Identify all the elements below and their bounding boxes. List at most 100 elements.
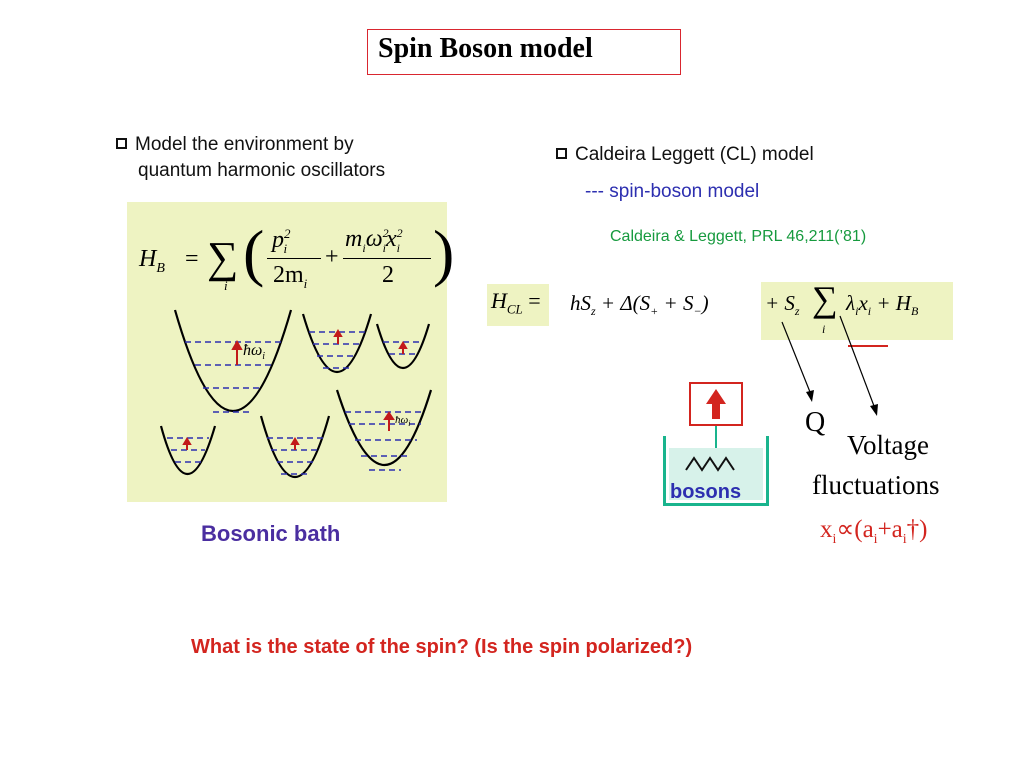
fluctuations-label: fluctuations (812, 470, 940, 500)
voltage-label: Voltage (847, 430, 929, 460)
fraction2-m-sub: i (362, 240, 366, 255)
relation-dagger: †) (906, 516, 928, 543)
fraction2-x-sup: 2 (396, 226, 403, 240)
reference-citation: Caldeira & Leggett, PRL 46,211(’81) (610, 228, 867, 245)
hb-symbol: H (139, 246, 157, 272)
left-bullet-line2: quantum harmonic oscillators (138, 160, 386, 181)
right-bullet-text: Caldeira Leggett (CL) model (575, 144, 814, 165)
hb-subscript: B (156, 260, 165, 276)
slide-title: Spin Boson model (378, 33, 593, 64)
bath-hamiltonian-equation: HB = ∑ i ( p2i 2mi + miω2ix2i 2 ) (139, 217, 454, 302)
term-sz: + S (765, 291, 795, 315)
title-frame (367, 29, 681, 75)
hcl-sum-index: i (822, 322, 826, 336)
term-delta-mid: + S (658, 291, 694, 315)
term-hb-sub: B (910, 304, 919, 319)
right-bullet: Caldeira Leggett (CL) model (556, 144, 814, 166)
bosons-label: bosons (670, 481, 742, 503)
hbar-omega-label: ħωi (243, 342, 265, 362)
plus-sign: + (325, 244, 339, 270)
hcl-tail-terms: λixi + HB (846, 291, 918, 319)
fraction1-denominator: 2m (273, 262, 304, 288)
hbar-omega-small-text: ħω (395, 414, 409, 426)
term-x-sub: i (867, 304, 872, 319)
sum-symbol: ∑ (207, 233, 239, 282)
spin-state-question: What is the state of the spin? (Is the s… (191, 636, 693, 658)
well-small-right (375, 323, 431, 370)
boson-bath-fill (669, 448, 763, 500)
equals-sign: = (185, 246, 199, 272)
relation-x: x (820, 516, 833, 543)
fraction2-omega-sup: 2 (382, 226, 389, 240)
hbar-omega-sub: i (262, 351, 266, 363)
bosonic-bath-panel: HB = ∑ i ( p2i 2mi + miω2ix2i 2 ) (127, 202, 454, 502)
relation-x-sub: i (832, 532, 837, 547)
well-medium (301, 313, 373, 374)
right-paren: ) (433, 217, 455, 288)
fraction2-x-sub: i (396, 240, 400, 255)
fraction2-bar (343, 258, 431, 259)
well-large (173, 309, 293, 413)
fraction2-denominator: 2 (382, 262, 394, 288)
wave-icon (685, 456, 735, 472)
term-delta-sub1: + (650, 304, 659, 319)
checkbox-bullet-icon-right (556, 148, 567, 159)
term-delta-end: ) (701, 291, 709, 315)
energy-levels (167, 331, 425, 475)
fraction1-bar (267, 258, 321, 259)
left-bullet: Model the environment by (116, 134, 354, 156)
fraction2-omega-sub: i (382, 240, 386, 255)
hcl-coupling-terms: + Sz (765, 291, 800, 319)
term-hsz: hS (570, 291, 591, 315)
relation-propto: ∝(a (836, 516, 874, 543)
hcl-terms: hSz + Δ(S+ + S−) (570, 291, 709, 319)
term-lambda: λ (846, 291, 856, 315)
sum-index: i (224, 278, 228, 293)
hbar-omega-small-sub: i (408, 419, 411, 429)
well-bottom-middle (259, 415, 331, 479)
arrow-to-voltage-head (870, 404, 878, 416)
fraction2-omega: ω (365, 226, 383, 252)
hcl-sum-symbol: ∑ (812, 279, 838, 319)
boson-bath-container (663, 436, 769, 506)
well-bottom-right (335, 389, 433, 467)
hcl-equals: = (528, 288, 541, 313)
fraction2-x: x (385, 226, 397, 252)
relation-plus-a: +a (877, 516, 903, 543)
excitation-arrows (182, 329, 408, 450)
hbar-omega-label-small: ħωi (395, 414, 411, 428)
hcl-highlight (487, 284, 549, 326)
fraction1-denominator-sub: i (303, 275, 308, 291)
arrow-to-q-head (806, 390, 814, 402)
bosonic-bath-label: Bosonic bath (201, 521, 341, 546)
arrow-to-voltage (839, 315, 875, 407)
coupling-highlight (761, 282, 953, 340)
term-hsz-sub: z (591, 304, 596, 319)
hcl-symbol: H (491, 288, 507, 313)
term-sz-sub: z (794, 304, 800, 319)
spin-boson-subtitle: --- spin-boson model (585, 181, 760, 202)
arrow-to-q (781, 321, 811, 393)
term-delta-sub2: − (693, 304, 702, 319)
harmonic-wells-diagram (159, 309, 433, 479)
term-delta: + Δ(S (600, 291, 651, 315)
hcl-subscript: CL (506, 301, 523, 317)
spin-up-arrow-icon (706, 389, 726, 419)
fraction1-numerator: p (272, 227, 284, 253)
checkbox-bullet-icon (116, 138, 127, 149)
q-label: Q (805, 407, 826, 438)
relation-a-sub2: i (902, 532, 907, 547)
fraction1-numerator-sub: i (283, 240, 288, 256)
term-x: x (858, 291, 868, 315)
hbar-omega-text: ħω (243, 342, 263, 359)
hcl-equation: HCL = (491, 288, 541, 317)
spin-coupling-line (715, 426, 717, 448)
left-bullet-line1: Model the environment by (135, 134, 354, 155)
fraction2-m: m (345, 226, 363, 252)
term-lambda-sub: i (855, 304, 859, 319)
fraction1-numerator-sup: 2 (284, 226, 291, 241)
left-paren: ( (243, 217, 265, 288)
well-bottom-left (159, 425, 217, 475)
spin-box (689, 382, 743, 426)
